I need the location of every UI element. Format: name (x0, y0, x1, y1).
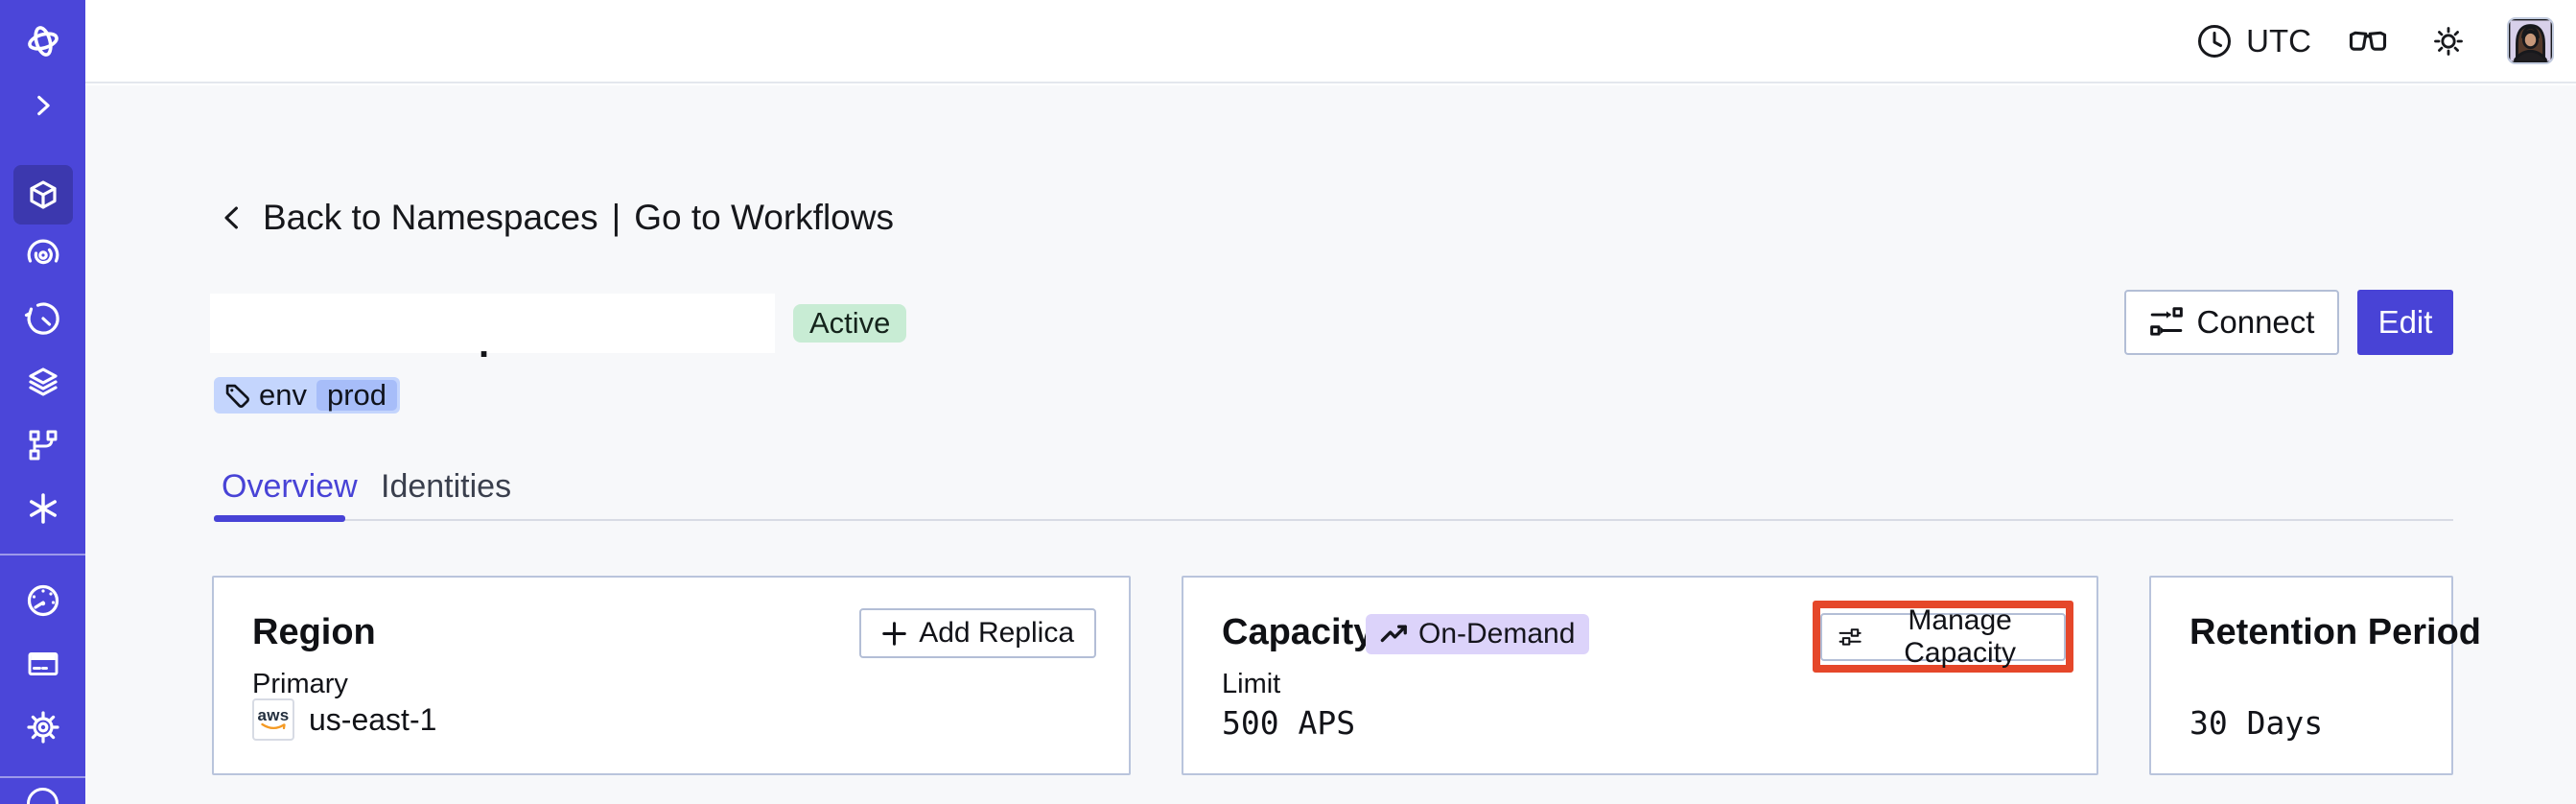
tag-value: prod (316, 378, 398, 412)
on-demand-badge: On-Demand (1366, 614, 1590, 654)
breadcrumb-back-link[interactable]: Back to Namespaces (263, 198, 598, 237)
temporal-logo-icon[interactable] (23, 21, 63, 61)
sidebar-divider (0, 554, 85, 556)
aws-logo: aws (252, 698, 294, 741)
limit-label: Limit (1222, 669, 1281, 699)
namespace-title-fragment: . (479, 323, 490, 366)
timezone-selector[interactable]: UTC (2194, 21, 2311, 61)
breadcrumb: Back to Namespaces | Go to Workflows (213, 198, 894, 238)
gauge-icon[interactable] (23, 580, 63, 621)
theme-toggle-button[interactable] (2428, 21, 2469, 61)
labs-toggle-button[interactable] (2346, 19, 2390, 63)
tab-overview[interactable]: Overview (222, 468, 358, 505)
asterisk-icon[interactable] (23, 488, 63, 529)
connect-button[interactable]: Connect (2124, 290, 2339, 355)
retention-card-title: Retention Period (2190, 612, 2482, 652)
limit-value: 500 APS (1222, 704, 1356, 742)
region-card-title: Region (252, 612, 376, 652)
tag-icon (225, 384, 249, 408)
manage-capacity-label: Manage Capacity (1904, 603, 2016, 669)
sidebar (0, 0, 85, 804)
annotation-highlight-box: Manage Capacity (1813, 601, 2073, 673)
glasses-icon (2349, 31, 2387, 51)
add-replica-label: Add Replica (919, 617, 1074, 649)
main-content: Back to Namespaces | Go to Workflows . A… (85, 85, 2576, 804)
breadcrumb-separator: | (611, 198, 621, 237)
connect-button-label: Connect (2196, 304, 2315, 340)
namespace-tag-chip[interactable]: env prod (214, 377, 401, 414)
on-demand-badge-label: On-Demand (1418, 618, 1576, 650)
billing-card-icon[interactable] (23, 644, 63, 684)
capacity-card: Capacity On-Demand Manage Capacity Limit… (1182, 576, 2098, 775)
tab-identities[interactable]: Identities (381, 468, 512, 505)
breadcrumb-workflows-link[interactable]: Go to Workflows (634, 198, 894, 237)
pipeline-icon[interactable] (23, 425, 63, 465)
primary-label: Primary (252, 669, 348, 699)
countdown-clock-icon[interactable] (23, 298, 63, 339)
primary-region-row: aws us-east-1 (252, 698, 436, 741)
retention-card: Retention Period 30 Days (2149, 576, 2481, 775)
add-replica-button[interactable]: Add Replica (859, 608, 1096, 658)
capacity-card-title: Capacity (1222, 612, 1374, 652)
edit-button-label: Edit (2377, 304, 2433, 340)
namespace-title-redacted (210, 294, 775, 353)
sliders-icon (1838, 628, 1862, 646)
edit-button[interactable]: Edit (2357, 290, 2453, 355)
spiral-icon[interactable] (23, 235, 63, 275)
namespaces-cube-icon[interactable] (23, 175, 63, 215)
expand-chevron-icon[interactable] (23, 85, 63, 126)
retention-value: 30 Days (2190, 704, 2324, 742)
region-card: Region Add Replica Primary aws us-east-1 (212, 576, 1131, 775)
tab-divider (214, 519, 2453, 521)
aws-logo-text: aws (257, 706, 290, 724)
account-circle-icon[interactable] (27, 788, 59, 804)
connect-flow-icon (2149, 307, 2183, 336)
aws-smile-icon (261, 722, 286, 730)
region-value: us-east-1 (309, 701, 437, 737)
topbar: UTC (85, 0, 2576, 83)
status-badge: Active (793, 304, 907, 343)
sun-icon (2434, 26, 2463, 56)
tag-key: env (259, 378, 307, 412)
sidebar-divider (0, 776, 85, 778)
manage-capacity-button[interactable]: Manage Capacity (1820, 604, 2066, 669)
timezone-label: UTC (2246, 22, 2311, 59)
avatar[interactable] (2507, 17, 2554, 64)
layers-icon[interactable] (23, 362, 63, 402)
back-chevron-icon[interactable] (213, 200, 249, 236)
clock-icon (2198, 24, 2232, 58)
active-tab-underline (214, 515, 345, 522)
gear-icon[interactable] (23, 707, 63, 747)
plus-icon (882, 621, 907, 646)
trend-up-icon (1380, 624, 1407, 642)
